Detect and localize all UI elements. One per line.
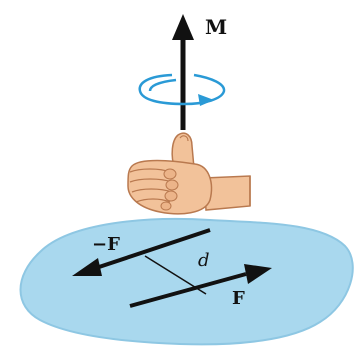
moment-label: M (205, 15, 227, 39)
force-label: F (232, 288, 245, 309)
right-hand-icon (128, 133, 250, 214)
distance-label: d (198, 250, 210, 271)
negative-force-label: −F (92, 234, 120, 255)
moment-vector-arrow (172, 14, 194, 130)
rotation-arrowhead-icon (198, 94, 214, 106)
